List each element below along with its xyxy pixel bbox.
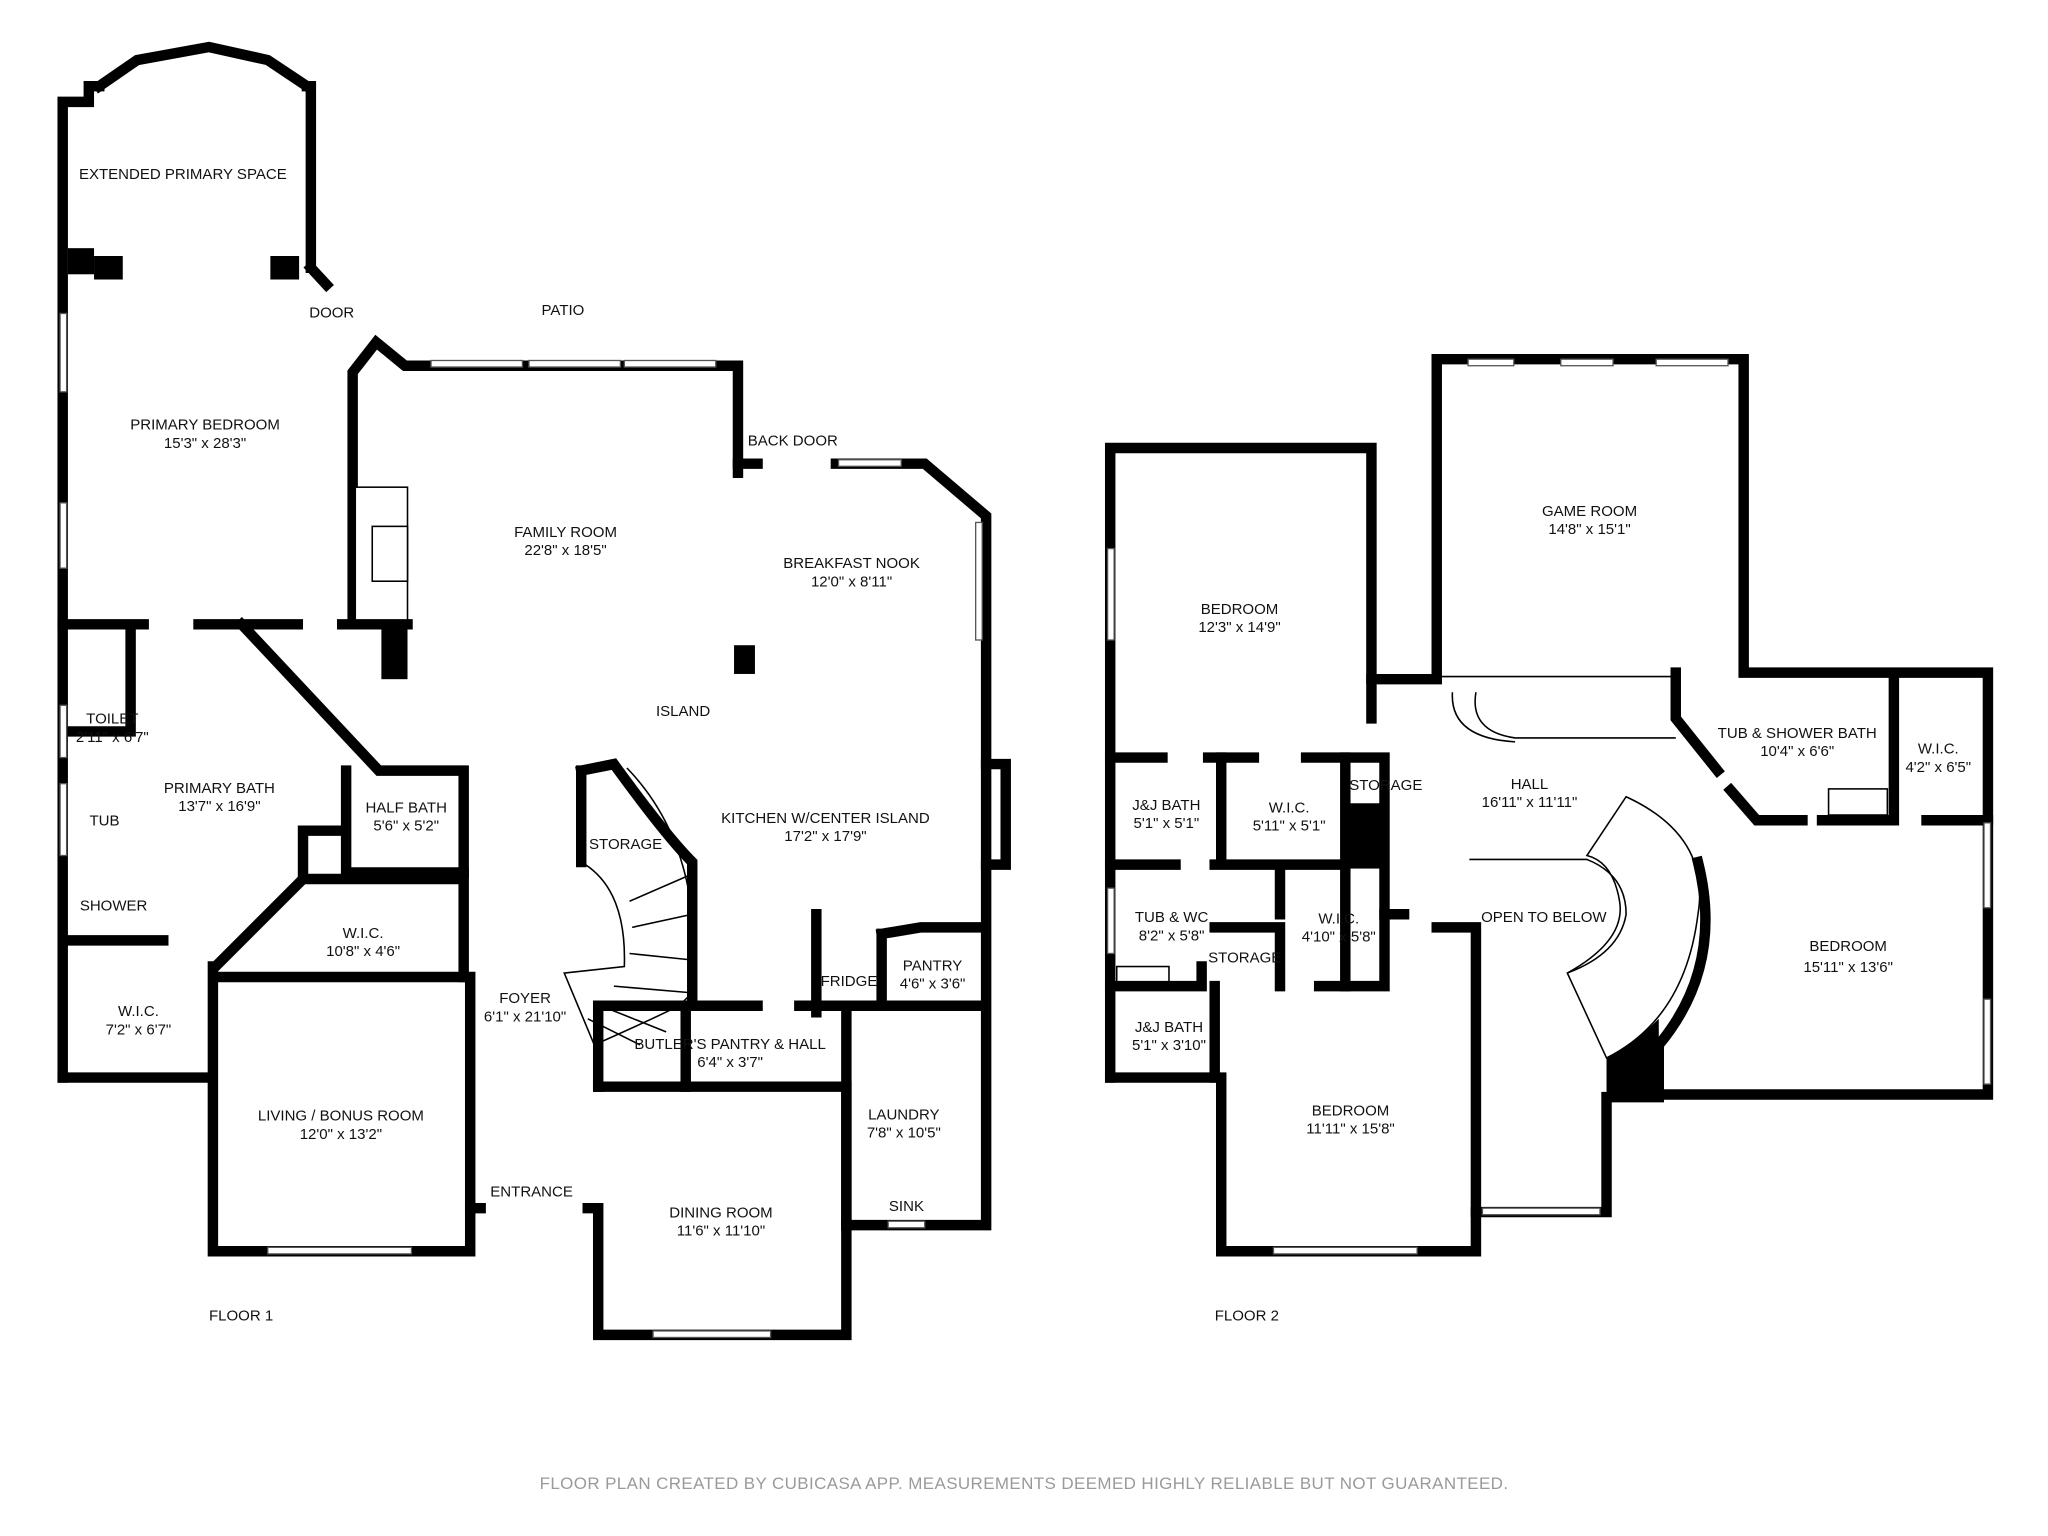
room-name: W.I.C. <box>343 925 384 942</box>
room-name: TOILET <box>86 711 138 728</box>
room-name: W.I.C. <box>118 1003 159 1020</box>
room-name: STORAGE <box>589 836 662 853</box>
room-dims: 2'11" x 6'7" <box>76 729 149 746</box>
room-name: TUB & WC <box>1135 909 1209 926</box>
room-dims: 5'1" x 3'10" <box>1132 1037 1206 1054</box>
floor-2-labels: GAME ROOM 14'8" x 15'1" BEDROOM 12'3" x … <box>1132 503 1971 1325</box>
room-name: KITCHEN W/CENTER ISLAND <box>721 810 930 827</box>
room-dims: 22'8" x 18'5" <box>524 542 606 559</box>
room-dims: 4'2" x 6'5" <box>1905 759 1971 776</box>
room-dims: 15'11" x 13'6" <box>1803 959 1893 976</box>
room-dims: 6'1" x 21'10" <box>484 1008 566 1025</box>
room-dims: 11'11" x 15'8" <box>1306 1121 1394 1138</box>
room-name: SHOWER <box>80 897 148 914</box>
room-name: TUB & SHOWER BATH <box>1718 725 1877 742</box>
room-dims: 17'2" x 17'9" <box>784 828 866 845</box>
room-name: PRIMARY BEDROOM <box>130 417 280 434</box>
disclaimer-footer: FLOOR PLAN CREATED BY CUBICASA APP. MEAS… <box>540 1474 1509 1493</box>
room-dims: 5'6" x 5'2" <box>373 818 439 835</box>
room-dims: 4'6" x 3'6" <box>900 976 966 993</box>
room-name: PATIO <box>542 302 585 319</box>
floor-1-label: FLOOR 1 <box>209 1307 273 1324</box>
room-name: PANTRY <box>903 957 963 974</box>
room-name: BUTLER'S PANTRY & HALL <box>634 1036 825 1053</box>
room-dims: 14'8" x 15'1" <box>1548 521 1630 538</box>
room-dims: 5'1" x 5'1" <box>1134 815 1200 832</box>
room-name: STORAGE <box>1208 950 1281 967</box>
room-dims: 7'2" x 6'7" <box>106 1021 172 1038</box>
room-name: EXTENDED PRIMARY SPACE <box>79 166 287 183</box>
floor-2-label: FLOOR 2 <box>1215 1307 1279 1324</box>
room-name: ISLAND <box>656 703 710 720</box>
room-name: BEDROOM <box>1201 601 1279 618</box>
room-dims: 15'3" x 28'3" <box>164 435 246 452</box>
room-dims: 12'0" x 13'2" <box>300 1126 382 1143</box>
room-dims: 4'10" x 5'8" <box>1302 929 1376 946</box>
room-name: J&J BATH <box>1132 797 1200 814</box>
room-dims: 16'11" x 11'11" <box>1482 794 1578 811</box>
room-dims: 12'3" x 14'9" <box>1198 619 1280 636</box>
floor-1-labels: EXTENDED PRIMARY SPACE DOOR PATIO PRIMAR… <box>76 166 966 1325</box>
room-name: FRIDGE <box>821 973 878 990</box>
room-name: HALF BATH <box>365 799 447 816</box>
room-dims: 10'8" x 4'6" <box>326 943 400 960</box>
room-name: ENTRANCE <box>490 1183 573 1200</box>
room-name: W.I.C. <box>1318 910 1359 927</box>
room-name: LAUNDRY <box>868 1106 940 1123</box>
room-name: BEDROOM <box>1809 938 1887 955</box>
room-dims: 11'6" x 11'10" <box>677 1223 765 1240</box>
room-dims: 12'0" x 8'11" <box>811 573 892 590</box>
room-name: W.I.C. <box>1269 799 1310 816</box>
room-name: GAME ROOM <box>1542 503 1637 520</box>
room-name: LIVING / BONUS ROOM <box>258 1108 424 1125</box>
room-name: BEDROOM <box>1312 1102 1390 1119</box>
room-name: DOOR <box>309 304 354 321</box>
room-name: BREAKFAST NOOK <box>783 555 920 572</box>
room-name: TUB <box>89 812 119 829</box>
room-name: HALL <box>1511 776 1549 793</box>
room-name: FAMILY ROOM <box>514 524 617 541</box>
room-name: PRIMARY BATH <box>164 780 275 797</box>
floor-1-walls <box>57 41 1011 1341</box>
room-name: BACK DOOR <box>748 432 838 449</box>
room-name: FOYER <box>499 990 551 1007</box>
room-dims: 7'8" x 10'5" <box>867 1125 941 1142</box>
room-name: DINING ROOM <box>669 1204 772 1221</box>
room-name: OPEN TO BELOW <box>1481 909 1607 926</box>
room-name: J&J BATH <box>1135 1019 1203 1036</box>
room-dims: 5'11" x 5'1" <box>1253 818 1326 835</box>
room-dims: 13'7" x 16'9" <box>178 798 260 815</box>
floor-2-walls <box>1104 353 1994 1257</box>
room-dims: 10'4" x 6'6" <box>1760 743 1834 760</box>
room-dims: 6'4" x 3'7" <box>697 1054 763 1071</box>
room-name: W.I.C. <box>1918 741 1959 758</box>
room-dims: 8'2" x 5'8" <box>1139 927 1205 944</box>
room-name: SINK <box>889 1198 924 1215</box>
room-name: STORAGE <box>1349 777 1422 794</box>
